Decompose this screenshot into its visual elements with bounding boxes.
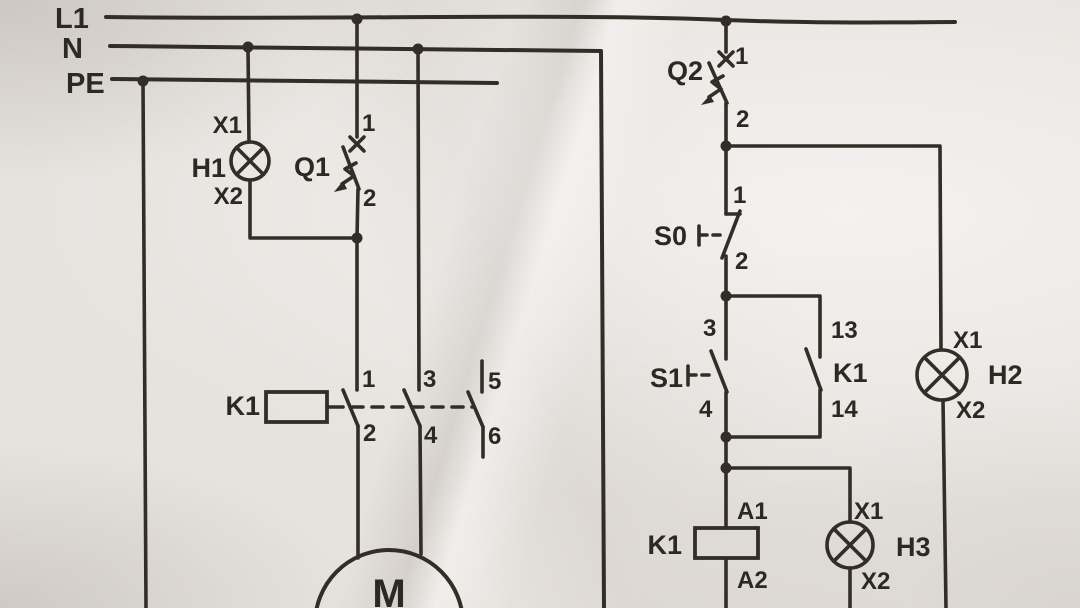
lamp-cross-icon	[922, 355, 962, 395]
k1-pole2-blade	[402, 388, 422, 428]
s1-contact-blade	[709, 349, 729, 394]
lamp-cross-icon	[831, 526, 869, 564]
breaker-q2: Q2 1 2	[667, 19, 749, 152]
h2-terminal-bottom: X2	[956, 397, 985, 424]
h3-ref-label: H3	[896, 532, 931, 562]
h1-bottom-wire	[248, 178, 359, 240]
h3-branch-wire	[724, 466, 852, 524]
q2-terminal-bottom: 2	[736, 106, 749, 133]
junction-dot	[137, 75, 149, 87]
k1-pole1-terminal-top: 1	[362, 366, 375, 393]
q1-terminal-top: 1	[362, 110, 375, 137]
q1-trip-squiggle-icon	[340, 161, 358, 186]
k1-pole1-terminal-bottom: 2	[363, 420, 376, 447]
motor-m: M	[314, 548, 464, 608]
l1-rail-wire	[104, 14, 957, 25]
lamp-cross-icon	[234, 145, 266, 177]
k1-pole2-terminal-top: 3	[423, 366, 436, 393]
motor-ref-label: M	[372, 572, 405, 608]
s0-ref-label: S0	[654, 221, 687, 251]
power-rails: L1 N PE	[55, 3, 957, 608]
k1-aux-ref-label: K1	[833, 358, 868, 388]
k1-pole2-bottom-wire	[418, 424, 423, 556]
k1-coil-terminal-bottom: A2	[737, 567, 768, 594]
k1-pole2-top-wire	[416, 47, 421, 392]
s1-terminal-bottom: 4	[699, 396, 713, 423]
k1-coil-ref-label: K1	[647, 530, 682, 560]
junction-dot	[351, 232, 363, 244]
h1-terminal-top: X1	[213, 112, 242, 139]
lamp-h1: X1 H1 X2	[191, 45, 359, 240]
k1-main-ref-label: K1	[225, 391, 260, 421]
h1-top-wire	[246, 45, 251, 144]
q1-contact-blade	[341, 145, 361, 191]
contact-k1-aux: 13 K1 14	[724, 294, 868, 439]
q2-terminal-top: 1	[735, 43, 748, 70]
h1-terminal-bottom: X2	[214, 183, 243, 210]
k1-pole3-blade	[466, 390, 485, 429]
q1-trip-arrow-icon	[334, 181, 347, 192]
q2-contact-blade	[707, 61, 729, 105]
contactor-k1-main-contacts: K1 1 2 3 4 5 6	[225, 47, 501, 560]
n-rail-label: N	[62, 33, 83, 65]
k1-aux-top-wire	[724, 294, 822, 359]
h3-terminal-top: X1	[854, 498, 883, 525]
h2-branch-wire	[724, 144, 943, 352]
h2-bottom-wire	[941, 398, 948, 608]
q2-ref-label: Q2	[667, 56, 703, 86]
q2-trip-squiggle-icon	[707, 74, 725, 99]
h3-terminal-bottom: X2	[861, 568, 890, 595]
k1-aux-terminal-top: 13	[831, 317, 858, 344]
k1-pole3-terminal-bottom: 6	[488, 423, 501, 450]
pushbutton-s0-nc: S0 1 2	[654, 144, 748, 302]
k1-pole1-blade	[341, 388, 360, 428]
breaker-latch-icon	[348, 135, 366, 153]
lamp-h2: X1 H2 X2	[724, 144, 1023, 608]
pe-rail-label: PE	[66, 68, 105, 100]
h2-ref-label: H2	[988, 360, 1023, 390]
s0-terminal-bottom: 2	[735, 248, 748, 275]
s1-ref-label: S1	[650, 363, 683, 393]
breaker-latch-icon	[717, 50, 735, 68]
pe-drop-wire	[141, 79, 148, 608]
pe-rail-wire	[110, 77, 499, 85]
k1-pole2-terminal-bottom: 4	[424, 422, 438, 449]
h1-ref-label: H1	[191, 153, 226, 183]
pushbutton-s1-no: S1 3 4	[650, 294, 732, 530]
k1-aux-terminal-bottom: 14	[831, 396, 858, 423]
k1-aux-bottom-wire	[724, 388, 822, 439]
breaker-q1: Q1 1 2	[294, 17, 376, 392]
k1-coil-box	[693, 526, 760, 560]
k1-aux-contact-blade	[804, 347, 823, 392]
k1-pole3-terminal-top: 5	[488, 368, 501, 395]
s0-terminal-top: 1	[733, 182, 746, 209]
motor-circle-icon	[314, 548, 464, 608]
s0-contact-blade	[720, 209, 742, 260]
k1-linkage-box	[264, 390, 329, 424]
coil-k1: A1 K1 A2	[647, 498, 768, 608]
l1-rail-label: L1	[55, 3, 89, 35]
s1-terminal-top: 3	[703, 315, 716, 342]
q1-ref-label: Q1	[294, 152, 330, 182]
q1-terminal-bottom: 2	[363, 185, 376, 212]
k1-coil-terminal-top: A1	[737, 498, 768, 525]
q2-trip-arrow-icon	[701, 95, 714, 105]
q1-bottom-wire	[355, 187, 360, 392]
lamp-h3: X1 H3 X2	[724, 466, 931, 608]
n-rail-wire	[108, 44, 606, 608]
h2-terminal-top: X1	[953, 327, 982, 354]
